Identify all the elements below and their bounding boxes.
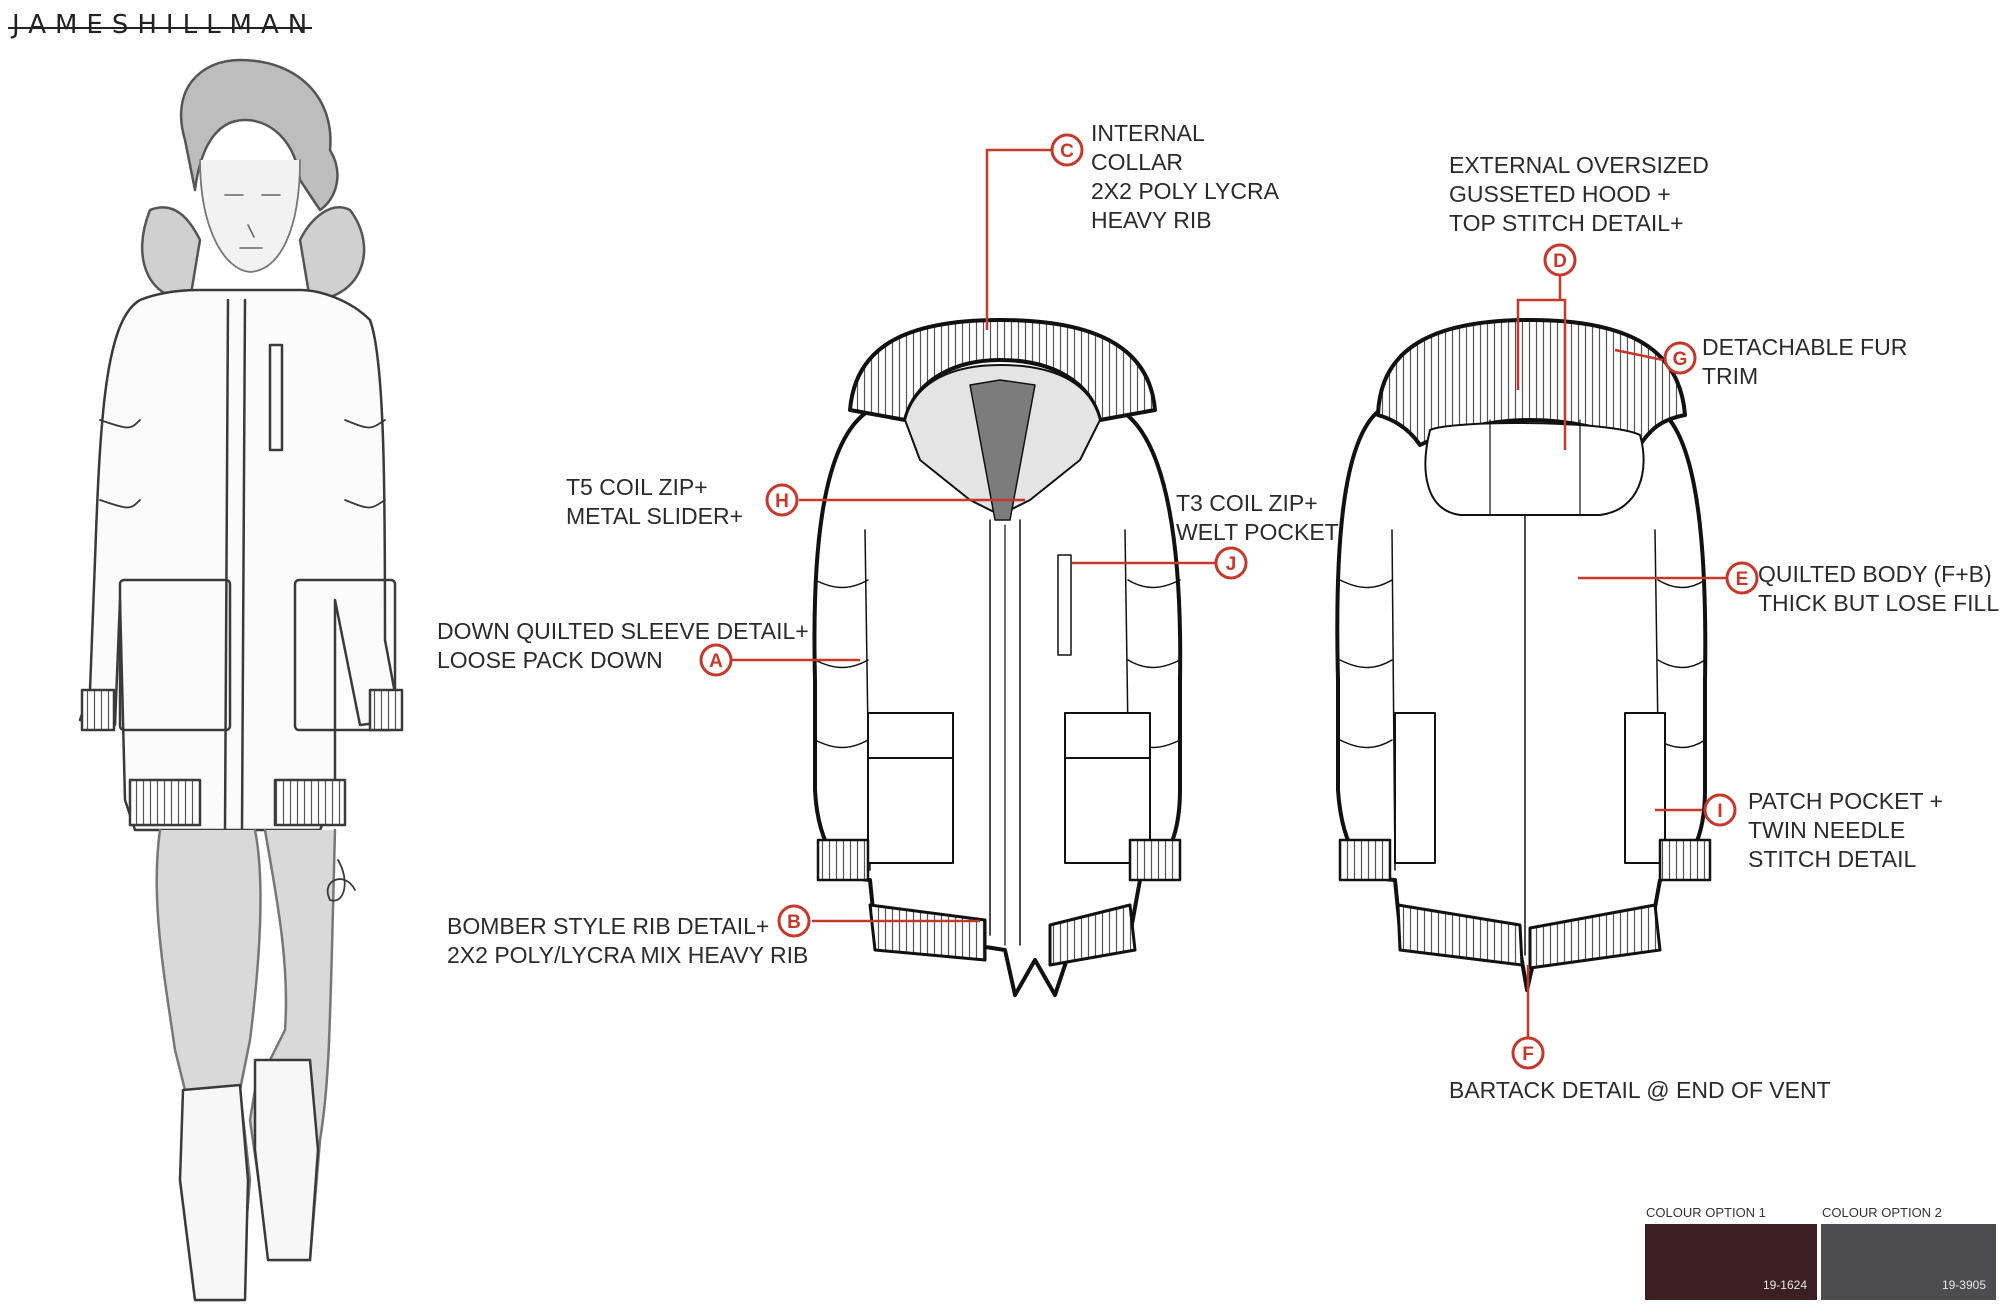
marker-letter-i: I xyxy=(1717,801,1722,822)
callout-j-label: T3 COIL ZIP+ WELT POCKET xyxy=(1176,489,1339,547)
callout-b-line-2: 2X2 POLY/LYCRA MIX HEAVY RIB xyxy=(447,942,809,968)
leader-g xyxy=(1614,348,1664,362)
callout-h-label: T5 COIL ZIP+ METAL SLIDER+ xyxy=(566,473,743,531)
callout-f-line-1: BARTACK DETAIL @ END OF VENT xyxy=(1449,1077,1831,1103)
colour-option-2-caption: COLOUR OPTION 2 xyxy=(1822,1205,1942,1220)
callout-markers xyxy=(699,133,1759,1070)
callout-letters: A B C D E F G H I J xyxy=(709,141,1748,1065)
front-flat-sketch xyxy=(812,318,1183,997)
marker-letter-h: H xyxy=(775,491,789,512)
colour-option-2-swatch: 19-3905 xyxy=(1821,1224,1996,1300)
callout-f-label: BARTACK DETAIL @ END OF VENT xyxy=(1449,1076,1831,1105)
marker-j xyxy=(1214,546,1248,580)
callout-j-line-1: T3 COIL ZIP+ xyxy=(1176,490,1318,516)
callout-e-line-1: QUILTED BODY (F+B) xyxy=(1758,561,1992,587)
callout-g-label: DETACHABLE FUR TRIM xyxy=(1702,333,1907,391)
colour-option-1-caption: COLOUR OPTION 1 xyxy=(1646,1205,1766,1220)
callout-i-line-2: TWIN NEEDLE xyxy=(1748,817,1906,843)
marker-c xyxy=(1050,133,1084,167)
callout-c-line-2: COLLAR xyxy=(1091,149,1184,175)
marker-letter-g: G xyxy=(1673,349,1688,370)
back-flat-sketch xyxy=(1335,318,1712,992)
callout-h-line-1: T5 COIL ZIP+ xyxy=(566,474,708,500)
callout-i-label: PATCH POCKET + TWIN NEEDLE STITCH DETAIL xyxy=(1748,787,1943,874)
marker-letter-c: C xyxy=(1060,141,1074,162)
marker-letter-d: D xyxy=(1553,251,1567,272)
marker-f xyxy=(1511,1036,1545,1070)
callout-j-line-2: WELT POCKET xyxy=(1176,519,1339,545)
callout-i-line-3: STITCH DETAIL xyxy=(1748,846,1917,872)
callout-a-label: DOWN QUILTED SLEEVE DETAIL+ LOOSE PACK D… xyxy=(437,617,809,675)
callout-b-label: BOMBER STYLE RIB DETAIL+ 2X2 POLY/LYCRA … xyxy=(447,912,808,970)
callout-e-label: QUILTED BODY (F+B) THICK BUT LOSE FILL xyxy=(1758,560,1999,618)
marker-b xyxy=(777,904,811,938)
callout-d-line-1: EXTERNAL OVERSIZED xyxy=(1449,152,1709,178)
callout-a-line-2: LOOSE PACK DOWN xyxy=(437,647,663,673)
fashion-illustration xyxy=(78,58,404,1302)
marker-letter-e: E xyxy=(1736,569,1749,590)
marker-i xyxy=(1703,793,1737,827)
callout-leaders xyxy=(730,148,1727,1038)
callout-i-line-1: PATCH POCKET + xyxy=(1748,788,1943,814)
leader-d xyxy=(1516,275,1567,450)
callout-c-line-3: 2X2 POLY LYCRA xyxy=(1091,178,1279,204)
colour-option-2-code: 19-3905 xyxy=(1941,1278,1986,1292)
marker-letter-j: J xyxy=(1226,554,1237,575)
callout-d-line-2: GUSSETED HOOD + xyxy=(1449,181,1671,207)
callout-b-line-1: BOMBER STYLE RIB DETAIL+ xyxy=(447,913,770,939)
callout-a-line-1: DOWN QUILTED SLEEVE DETAIL+ xyxy=(437,618,809,644)
marker-d xyxy=(1543,243,1577,277)
marker-g xyxy=(1663,341,1697,375)
callout-d-label: EXTERNAL OVERSIZED GUSSETED HOOD + TOP S… xyxy=(1449,151,1709,238)
callout-e-line-2: THICK BUT LOSE FILL xyxy=(1758,590,2000,616)
marker-a xyxy=(699,643,733,677)
colour-option-1-swatch: 19-1624 xyxy=(1645,1224,1817,1300)
callout-c-line-1: INTERNAL xyxy=(1091,120,1205,146)
callout-d-line-3: TOP STITCH DETAIL+ xyxy=(1449,210,1684,236)
marker-e xyxy=(1725,561,1759,595)
callout-h-line-2: METAL SLIDER+ xyxy=(566,503,744,529)
callout-c-label: INTERNAL COLLAR 2X2 POLY LYCRA HEAVY RIB xyxy=(1091,119,1279,235)
marker-letter-a: A xyxy=(709,651,723,672)
marker-letter-b: B xyxy=(787,912,801,933)
brand-logo: JAMESHILLMAN xyxy=(7,10,317,40)
colour-option-1-code: 19-1624 xyxy=(1762,1278,1807,1292)
leader-c xyxy=(985,148,1052,330)
marker-h xyxy=(765,483,799,517)
callout-c-line-4: HEAVY RIB xyxy=(1091,207,1212,233)
marker-letter-f: F xyxy=(1522,1044,1534,1065)
callout-g-line-2: TRIM xyxy=(1702,363,1759,389)
callout-g-line-1: DETACHABLE FUR xyxy=(1702,334,1908,360)
